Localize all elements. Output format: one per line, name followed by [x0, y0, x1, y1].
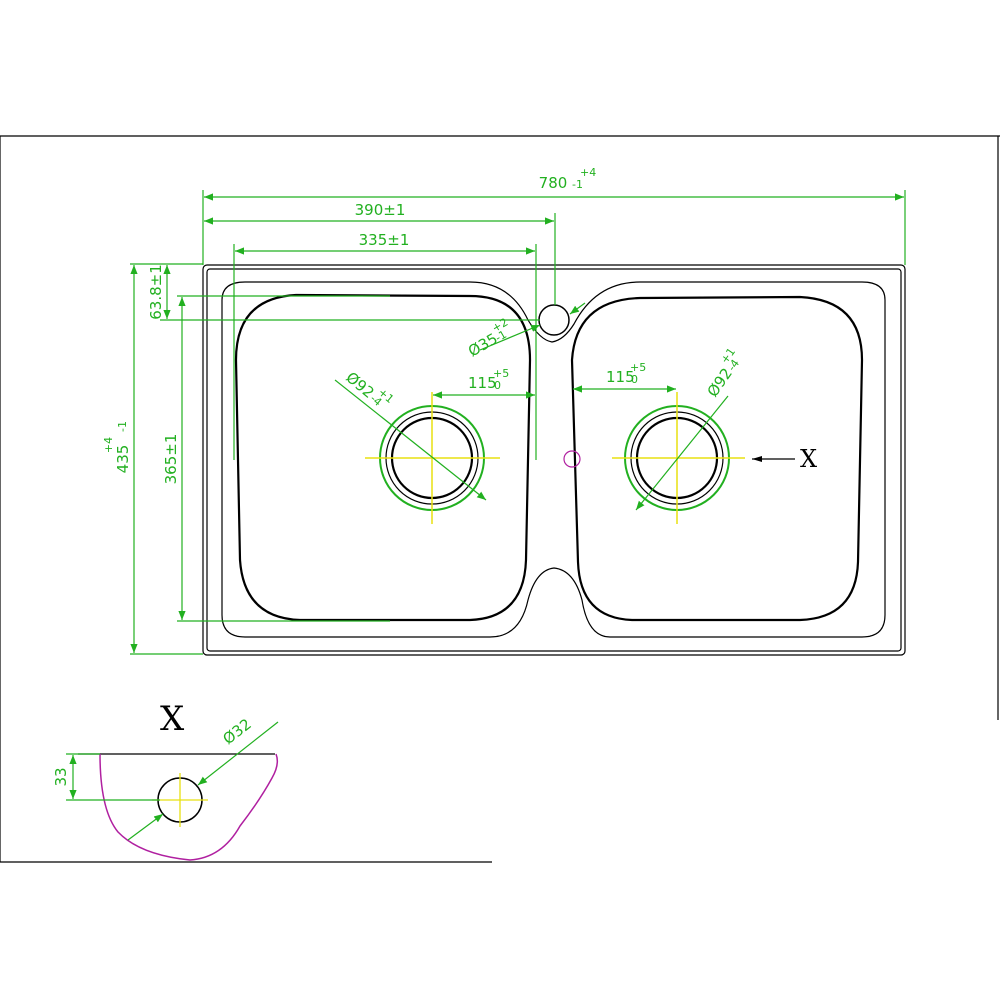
left-offset-lower-tol: 0: [494, 379, 501, 392]
detail-rim-profile: [99, 753, 279, 861]
drawing-frame: [0, 135, 1000, 863]
bowl-height-label: 365±1: [162, 434, 180, 485]
overflow-hole: [563, 450, 581, 468]
left-offset-dimension: 115 +5 0: [468, 367, 509, 392]
right-bowl-outline: [570, 295, 864, 622]
right-offset-dimension: 115 +5 0: [606, 361, 646, 386]
detail-hole-diameter-label: Ø32: [219, 715, 254, 748]
overall-width-label: 780: [539, 174, 568, 192]
overall-height-label: 435: [114, 445, 132, 474]
overall-width-upper-tol: +4: [580, 166, 596, 179]
detail-title: X: [160, 699, 185, 739]
left-offset-upper-tol: +5: [493, 367, 509, 380]
right-drain: [612, 392, 745, 524]
detail-depth-label: 33: [52, 767, 70, 786]
overall-height-lower-tol: -1: [116, 421, 129, 432]
section-marker: X: [752, 445, 817, 473]
half-width-label: 390±1: [355, 201, 406, 219]
right-offset-lower-tol: 0: [631, 373, 638, 386]
left-bowl-outline: [234, 293, 532, 622]
detail-x: X 33 Ø32: [52, 699, 279, 861]
dimension-lines: [130, 190, 906, 655]
tap-hole: [538, 304, 570, 336]
overall-height-upper-tol: +4: [102, 437, 115, 453]
sink-outline: [202, 264, 906, 656]
right-offset-upper-tol: +5: [630, 361, 646, 374]
bowl-width-label: 335±1: [359, 231, 410, 249]
left-offset-label: 115: [468, 374, 497, 392]
tap-hole-dimension: Ø35 +2 -1: [465, 316, 510, 361]
top-offset-label: 63.8±1: [147, 264, 165, 320]
section-marker-label: X: [800, 445, 817, 473]
overall-width-lower-tol: -1: [572, 178, 583, 191]
right-offset-label: 115: [606, 368, 635, 386]
right-drain-dimension: Ø92 +1 -4: [704, 345, 743, 400]
